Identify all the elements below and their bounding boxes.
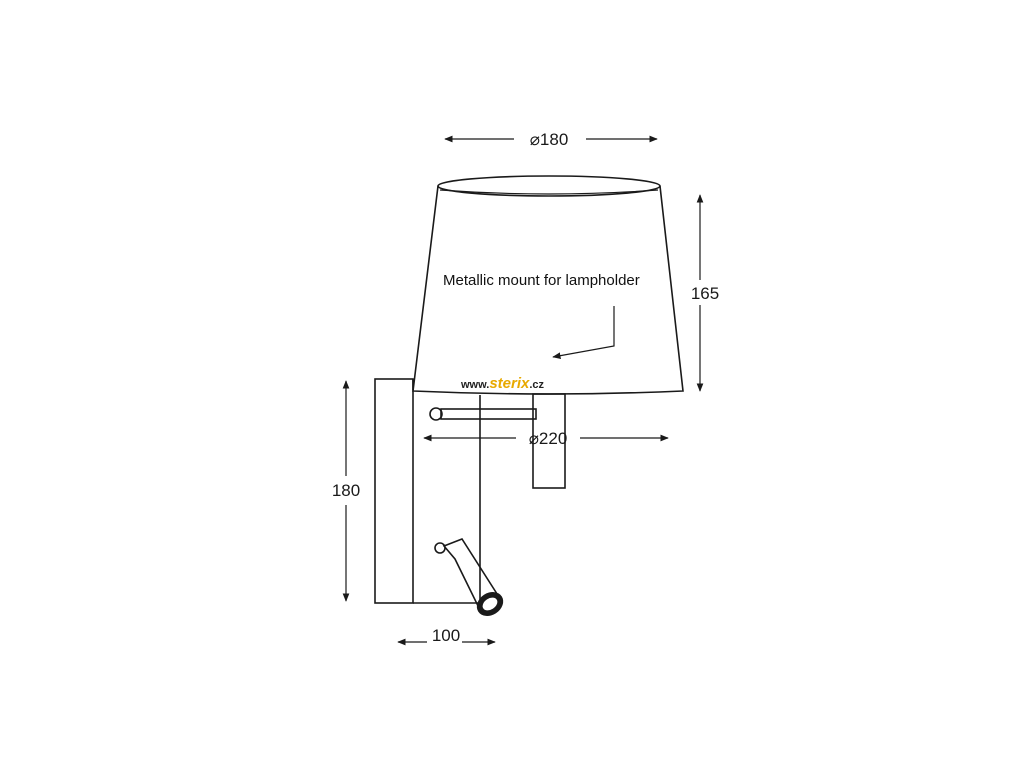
mount-pointer bbox=[552, 306, 615, 359]
bottom-diameter-label: ⌀220 bbox=[529, 429, 568, 448]
plate-height-dimension: 180 bbox=[332, 380, 360, 602]
watermark: www.sterix.cz bbox=[460, 375, 545, 392]
shade-height-label: 165 bbox=[691, 284, 719, 303]
watermark-prefix: www. bbox=[460, 379, 489, 391]
top-diameter-dimension: ⌀180 bbox=[444, 130, 658, 149]
bottom-diameter-dimension: ⌀220 bbox=[423, 429, 669, 448]
shade-height-dimension: 165 bbox=[691, 194, 719, 392]
wall-plate bbox=[374, 378, 481, 604]
watermark-suffix: .cz bbox=[529, 379, 544, 391]
watermark-brand: sterix bbox=[489, 375, 530, 392]
plate-height-label: 180 bbox=[332, 481, 360, 500]
top-diameter-label: ⌀180 bbox=[530, 130, 569, 149]
depth-dimension: 100 bbox=[397, 626, 496, 646]
mount-annotation: Metallic mount for lampholder bbox=[443, 272, 640, 289]
lamp-arm bbox=[429, 393, 566, 489]
reading-spotlight bbox=[434, 538, 504, 616]
depth-label: 100 bbox=[432, 626, 460, 645]
